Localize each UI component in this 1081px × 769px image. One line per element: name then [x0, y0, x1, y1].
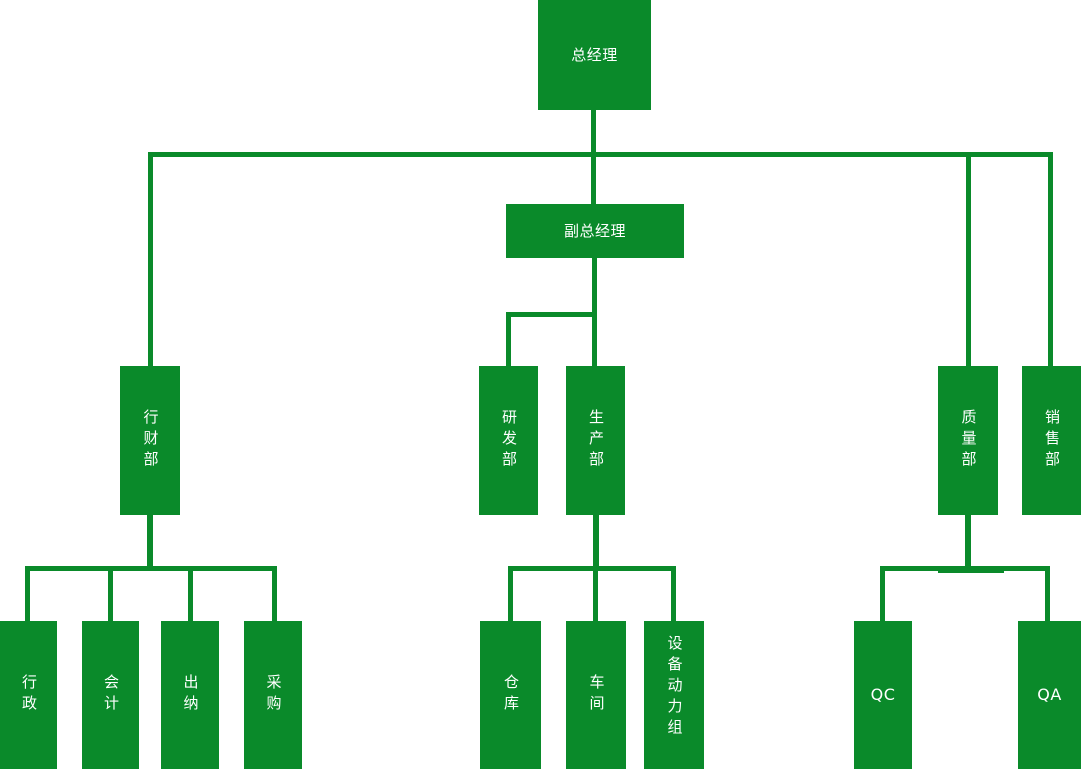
node-label-rd-dept: 研发部 [500, 409, 518, 472]
node-label-quality-dept: 质量部 [959, 409, 978, 472]
connector-production-bus [508, 566, 676, 571]
node-label-equipment-power-group: 设备动力组 [665, 635, 684, 740]
connector-drop-warehouse [508, 566, 513, 624]
connector-drop-deputy-gm [591, 152, 596, 206]
node-workshop[interactable]: 车间 [566, 621, 626, 769]
connector-deputy-bus [506, 312, 597, 317]
node-qc[interactable]: QC [854, 621, 912, 769]
node-cashier[interactable]: 出纳 [161, 621, 219, 769]
connector-admin-finance-bus [25, 566, 277, 571]
connector-drop-rd [506, 312, 511, 370]
connector-quality-bus [880, 566, 1050, 571]
node-rd-dept[interactable]: 研发部 [479, 366, 538, 515]
node-equipment-power-group[interactable]: 设备动力组 [644, 621, 704, 769]
node-label-general-manager: 总经理 [571, 45, 618, 64]
node-sales-dept[interactable]: 销售部 [1022, 366, 1081, 515]
node-label-warehouse: 仓库 [502, 674, 520, 716]
connector-drop-accounting [108, 566, 113, 624]
node-label-admin-finance-dept: 行财部 [141, 409, 160, 472]
connector-admin-finance-stem [147, 515, 153, 570]
node-accounting[interactable]: 会计 [82, 621, 139, 769]
node-label-workshop: 车间 [587, 674, 606, 716]
connector-drop-administration [25, 566, 30, 624]
node-quality-dept[interactable]: 质量部 [938, 366, 998, 515]
connector-level1-bus [148, 152, 1053, 157]
connector-drop-sales [1048, 152, 1053, 367]
node-label-cashier: 出纳 [181, 674, 200, 716]
connector-quality-stem [965, 515, 971, 570]
connector-drop-qc [880, 566, 885, 624]
node-label-accounting: 会计 [102, 674, 120, 716]
connector-quality-bus-lower [938, 570, 1004, 573]
connector-production-stem [593, 515, 599, 570]
connector-drop-cashier [188, 566, 193, 624]
node-label-administration: 行政 [20, 674, 38, 716]
node-deputy-general-manager[interactable]: 副总经理 [506, 204, 684, 258]
node-label-procurement: 采购 [264, 674, 283, 716]
node-label-qa: QA [1037, 685, 1062, 704]
connector-drop-admin-finance [148, 152, 153, 367]
connector-drop-equipment-power [671, 566, 676, 624]
node-warehouse[interactable]: 仓库 [480, 621, 541, 769]
node-qa[interactable]: QA [1018, 621, 1081, 769]
node-label-deputy-general-manager: 副总经理 [563, 221, 626, 240]
connector-gm-stem [591, 110, 596, 156]
node-production-dept[interactable]: 生产部 [566, 366, 625, 515]
connector-drop-qa [1045, 566, 1050, 624]
node-label-qc: QC [870, 685, 896, 704]
node-administration[interactable]: 行政 [0, 621, 57, 769]
connector-drop-workshop [593, 566, 598, 624]
node-general-manager[interactable]: 总经理 [538, 0, 651, 110]
connector-drop-procurement [272, 566, 277, 624]
connector-drop-quality [966, 152, 971, 367]
node-procurement[interactable]: 采购 [244, 621, 302, 769]
node-admin-finance-dept[interactable]: 行财部 [120, 366, 180, 515]
node-label-sales-dept: 销售部 [1043, 409, 1061, 472]
node-label-production-dept: 生产部 [587, 409, 605, 472]
